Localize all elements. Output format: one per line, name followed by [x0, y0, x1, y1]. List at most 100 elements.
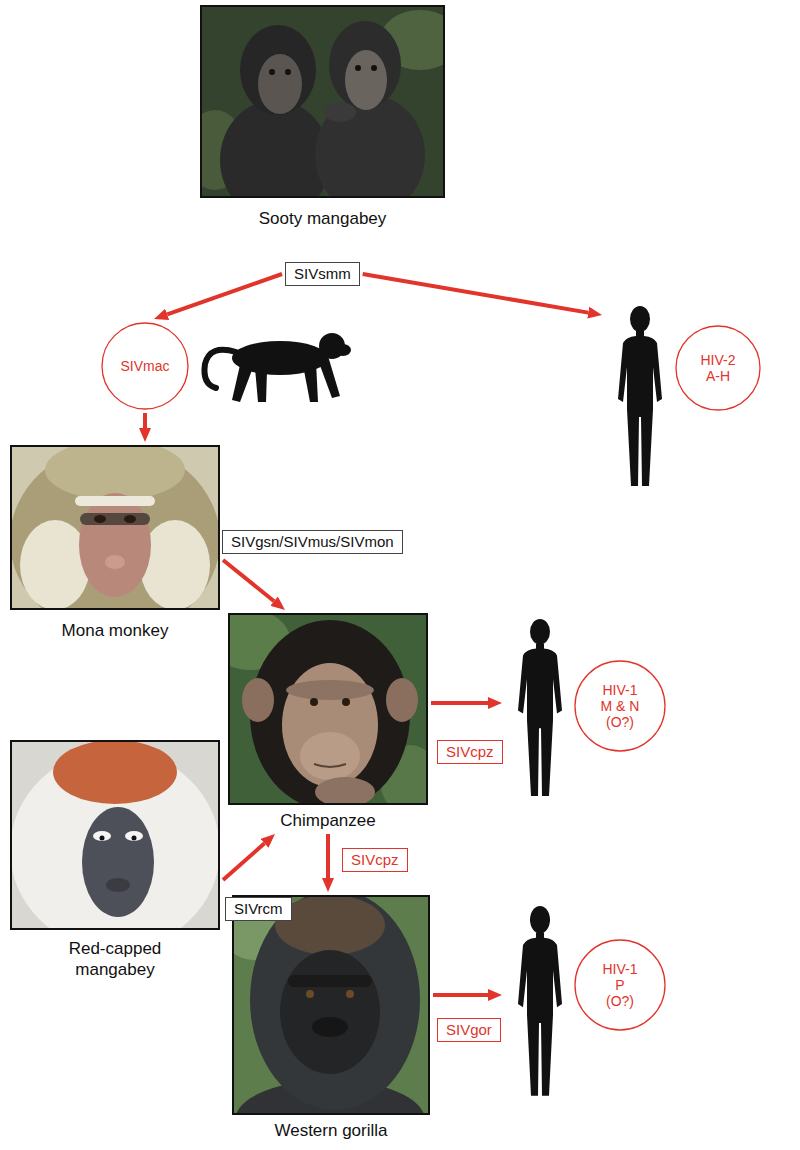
monkey-face: [345, 50, 387, 110]
connectors: [145, 274, 588, 995]
virus-label: SIVcpz: [437, 740, 503, 764]
virus-label: SIVrcm: [225, 897, 292, 921]
gorilla-face: [280, 950, 380, 1074]
chimp-muzzle: [300, 732, 360, 780]
virus-name: HIV-2 A-H: [697, 352, 739, 384]
chimp-hand: [315, 777, 375, 805]
sooty-mangabey-photo: [200, 5, 445, 198]
monkey-hand: [324, 102, 356, 122]
monkey-cheek: [20, 520, 90, 610]
circle-text-holder: HIV-1 M & N (O?): [575, 661, 665, 751]
species-name: Mona monkey: [10, 620, 220, 641]
monkey-eye-band: [80, 513, 150, 525]
species-name: Chimpanzee: [228, 810, 428, 831]
macaque-leg: [303, 362, 318, 402]
western-gorilla-photo: [232, 895, 430, 1115]
monkey-eye: [371, 65, 377, 71]
virus-circle: HIV-2 A-H: [605, 305, 770, 495]
monkey-eye: [132, 836, 137, 841]
photo-frame: [232, 895, 430, 1115]
gorilla-eye: [346, 990, 354, 998]
species-photo: Mona monkey: [10, 445, 220, 641]
photo-frame: [10, 445, 220, 610]
circle-outline-layer: [605, 305, 770, 495]
monkey-eye: [124, 515, 136, 523]
monkey-face: [79, 493, 151, 597]
human-silhouette: [618, 306, 662, 486]
macaque-silhouette: [204, 333, 351, 402]
monkey-cap: [53, 740, 177, 804]
transmission-arrow: [143, 413, 147, 428]
species-photo: Red-capped mangabey: [10, 740, 220, 980]
circle-text-holder: HIV-1 P (O?): [575, 940, 665, 1030]
chimp-brow: [286, 680, 374, 700]
monkey-face: [82, 807, 154, 917]
species-name: Western gorilla: [232, 1120, 430, 1141]
macaque-leg: [232, 365, 252, 402]
virus-circle-outline: [575, 940, 665, 1030]
virus-circle-outline: [676, 326, 760, 410]
virus-name: SIVmac: [120, 358, 169, 374]
chimp-face: [282, 663, 378, 787]
monkey-crown: [45, 445, 185, 500]
macaque-muzzle: [335, 344, 351, 356]
monkey-eye: [100, 836, 105, 841]
monkey-eye: [355, 65, 361, 71]
virus-label: SIVgor: [437, 1018, 501, 1042]
mona-monkey-photo: [10, 445, 220, 610]
transmission-arrow: [223, 560, 274, 601]
chimp-ear: [386, 678, 418, 722]
monkey-eyelid: [125, 831, 143, 841]
chimp-head: [250, 620, 410, 805]
virus-name: SIVsmm: [294, 265, 351, 283]
monkey-eyelid: [93, 831, 111, 841]
virus-label: SIVgsn/SIVmus/SIVmon: [222, 530, 403, 554]
monkey-nose: [106, 878, 130, 892]
transmission-arrow: [431, 701, 488, 705]
species-photo: Sooty mangabey: [200, 5, 445, 229]
monkey-face: [258, 54, 302, 114]
macaque-leg: [318, 356, 340, 398]
gorilla-brow: [288, 975, 372, 987]
species-photo: Western gorilla: [232, 895, 430, 1141]
monkey-eye: [285, 69, 291, 75]
photo-frame: [10, 740, 220, 930]
monkey-body: [315, 95, 425, 198]
gorilla-head: [250, 895, 420, 1110]
transmission-arrow: [223, 843, 265, 880]
circle-text-holder: HIV-2 A-H: [676, 326, 760, 410]
human-silhouette: [518, 906, 562, 1096]
monkey-head: [240, 25, 316, 115]
monkey-cheek: [140, 520, 210, 610]
gorilla-eye: [306, 990, 314, 998]
chimp-mouth: [314, 764, 346, 767]
transmission-arrow: [363, 274, 589, 313]
circle-outline-layer: [505, 615, 670, 805]
species-name: Sooty mangabey: [200, 208, 445, 229]
virus-name: HIV-1 M & N (O?): [598, 682, 642, 730]
species-name: Red-capped mangabey: [50, 938, 180, 980]
chimp-ear: [242, 678, 274, 722]
chimp-eye: [310, 698, 318, 706]
red-capped-mangabey-photo: [10, 740, 220, 930]
chimpanzee-photo: [228, 613, 428, 805]
human-silhouette: [518, 619, 562, 796]
virus-circle: HIV-1 P (O?): [505, 900, 670, 1105]
circle-text-holder: SIVmac: [102, 323, 188, 409]
monkey-eye: [94, 515, 106, 523]
transmission-arrow: [433, 993, 488, 997]
gorilla-nose: [312, 1017, 348, 1037]
virus-name: HIV-1 P (O?): [601, 961, 640, 1009]
virus-label: SIVcpz: [342, 848, 408, 872]
chimp-eye: [342, 698, 350, 706]
monkey-head: [329, 21, 401, 109]
photo-frame: [200, 5, 445, 198]
monkey-eye: [269, 69, 275, 75]
photo-frame: [228, 613, 428, 805]
transmission-arrow: [167, 274, 282, 314]
transmission-arrow: [326, 834, 330, 878]
virus-circle: SIVmac: [100, 322, 190, 410]
virus-circle-outline: [575, 661, 665, 751]
macaque-leg: [255, 368, 267, 402]
